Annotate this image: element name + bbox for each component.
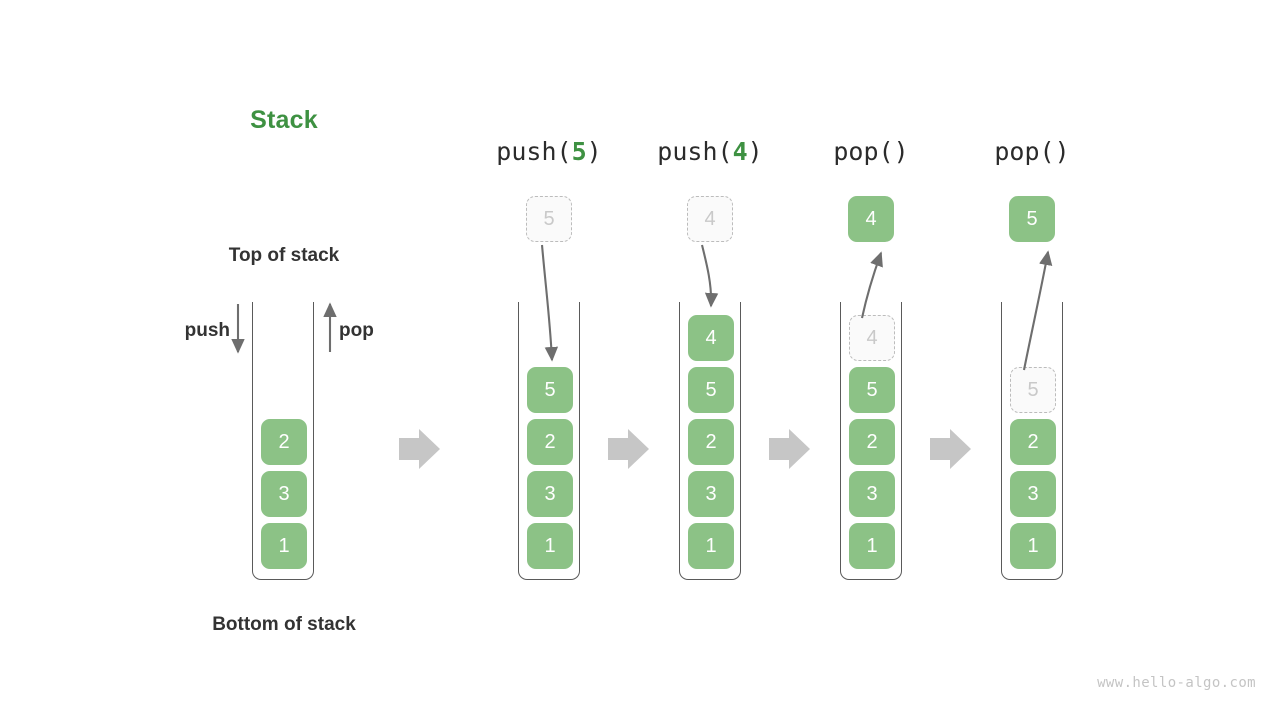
operation-close-paren: )	[586, 137, 602, 166]
stack-column-pop-5-stack: pop() 5 5 2 3 1	[994, 0, 1070, 720]
page-title: Stack	[250, 106, 318, 134]
operation-name: push(	[496, 137, 572, 166]
operation-argument: 4	[732, 137, 748, 166]
bottom-of-stack-label: Bottom of stack	[212, 614, 356, 635]
stack-cells: 2 3 1	[253, 419, 315, 579]
floating-element-push-5-stack: 5	[526, 196, 572, 242]
transition-arrow-3-icon	[769, 429, 810, 469]
floating-element-pop-5-stack: 5	[1009, 196, 1055, 242]
top-of-stack-label: Top of stack	[228, 245, 340, 266]
operation-name: pop(	[994, 137, 1055, 166]
stack-container-pop-4-stack: 4 5 2 3 1	[840, 302, 902, 580]
stack-container-push-4-stack: 4 5 2 3 1	[679, 302, 741, 580]
operation-name: push(	[657, 137, 733, 166]
stack-element: 1	[261, 523, 307, 569]
operation-argument: 5	[571, 137, 587, 166]
operation-close-paren: )	[893, 137, 909, 166]
stack-element: 3	[688, 471, 734, 517]
stack-element: 2	[527, 419, 573, 465]
operation-close-paren: )	[747, 137, 763, 166]
stack-element: 5	[849, 367, 895, 413]
stack-element: 2	[688, 419, 734, 465]
stack-element: 5	[1010, 367, 1056, 413]
stack-element: 3	[527, 471, 573, 517]
stack-cells: 5 2 3 1	[1002, 367, 1064, 579]
stack-element: 4	[688, 315, 734, 361]
stack-container-initial-stack: 2 3 1	[252, 302, 314, 580]
stack-element: 1	[1010, 523, 1056, 569]
stack-cells: 4 5 2 3 1	[680, 315, 742, 579]
transition-arrow-1-icon	[399, 429, 440, 469]
stack-element: 5	[527, 367, 573, 413]
stack-element: 2	[261, 419, 307, 465]
push-label: push	[184, 320, 230, 341]
floating-element-push-4-stack: 4	[687, 196, 733, 242]
operation-close-paren: )	[1054, 137, 1070, 166]
stack-element: 3	[1010, 471, 1056, 517]
pop-label: pop	[339, 320, 374, 341]
operation-header-pop-5-stack: pop()	[947, 137, 1117, 166]
stack-column-pop-4-stack: pop() 4 4 5 2 3 1	[833, 0, 909, 720]
operation-header-pop-4-stack: pop()	[786, 137, 956, 166]
stack-element: 5	[688, 367, 734, 413]
operation-header-push-5-stack: push(5)	[464, 137, 634, 166]
stack-element: 2	[1010, 419, 1056, 465]
stack-element: 3	[849, 471, 895, 517]
stack-element: 1	[849, 523, 895, 569]
stack-element: 1	[527, 523, 573, 569]
stack-element: 4	[849, 315, 895, 361]
stack-column-initial-stack: 2 3 1	[252, 0, 314, 720]
stack-cells: 5 2 3 1	[519, 367, 581, 579]
stack-element: 1	[688, 523, 734, 569]
transition-arrow-2-icon	[608, 429, 649, 469]
watermark: www.hello-algo.com	[1097, 675, 1256, 691]
stack-element: 2	[849, 419, 895, 465]
stack-element: 3	[261, 471, 307, 517]
operation-header-push-4-stack: push(4)	[625, 137, 795, 166]
stack-cells: 4 5 2 3 1	[841, 315, 903, 579]
stack-container-pop-5-stack: 5 2 3 1	[1001, 302, 1063, 580]
floating-element-pop-4-stack: 4	[848, 196, 894, 242]
operation-name: pop(	[833, 137, 894, 166]
transition-arrow-4-icon	[930, 429, 971, 469]
stack-container-push-5-stack: 5 2 3 1	[518, 302, 580, 580]
